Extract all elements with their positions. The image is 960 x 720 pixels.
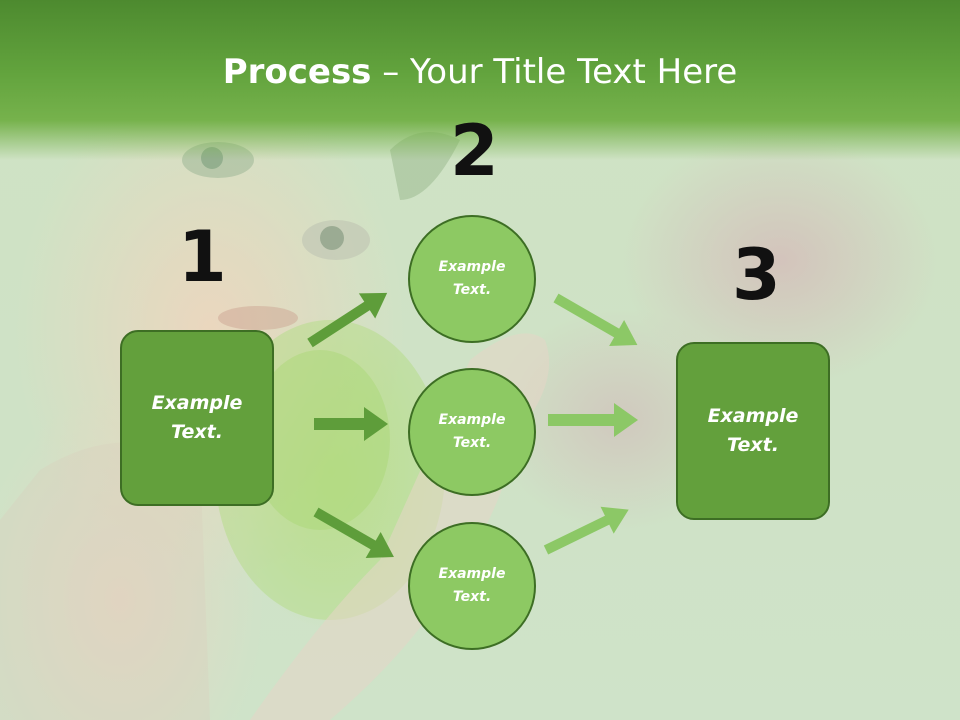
arrow-to-middle-circle [314,407,388,441]
circle-bottom-line1: Example [438,566,506,582]
arrow-to-top-circle [307,292,388,348]
step-1-box: Example Text. [120,330,274,506]
arrow-to-bottom-circle [313,507,394,558]
left-arrows [307,292,394,558]
step-3-box-line1: Example [707,405,799,427]
slide-title: Process – Your Title Text Here [0,52,960,92]
photo-lips [218,306,298,330]
circle-top-line1: Example [438,259,506,275]
step-number-3: 3 [732,234,781,316]
photo-iris-right [320,226,344,250]
right-arrows [543,293,638,555]
arrow-from-middle-circle [548,403,638,437]
circle-middle-line1: Example [438,412,506,428]
circle-middle-line2: Text. [452,435,492,451]
title-bar [0,0,960,160]
step-number-1: 1 [178,216,227,298]
step-2-circle-top: Example Text. [408,215,536,343]
circle-bottom-line2: Text. [452,589,492,605]
step-3-box: Example Text. [676,342,830,520]
arrow-from-bottom-circle [543,506,629,555]
circle-top-line2: Text. [452,282,492,298]
arrow-from-top-circle [553,293,638,346]
step-1-box-line2: Text. [171,421,223,443]
title-rest-part: – Your Title Text Here [371,52,738,92]
step-2-circle-middle: Example Text. [408,368,536,496]
step-1-box-line1: Example [151,392,243,414]
step-2-circle-bottom: Example Text. [408,522,536,650]
step-number-2: 2 [450,110,499,192]
step-3-box-line2: Text. [727,434,779,456]
title-bold-part: Process [222,52,372,92]
